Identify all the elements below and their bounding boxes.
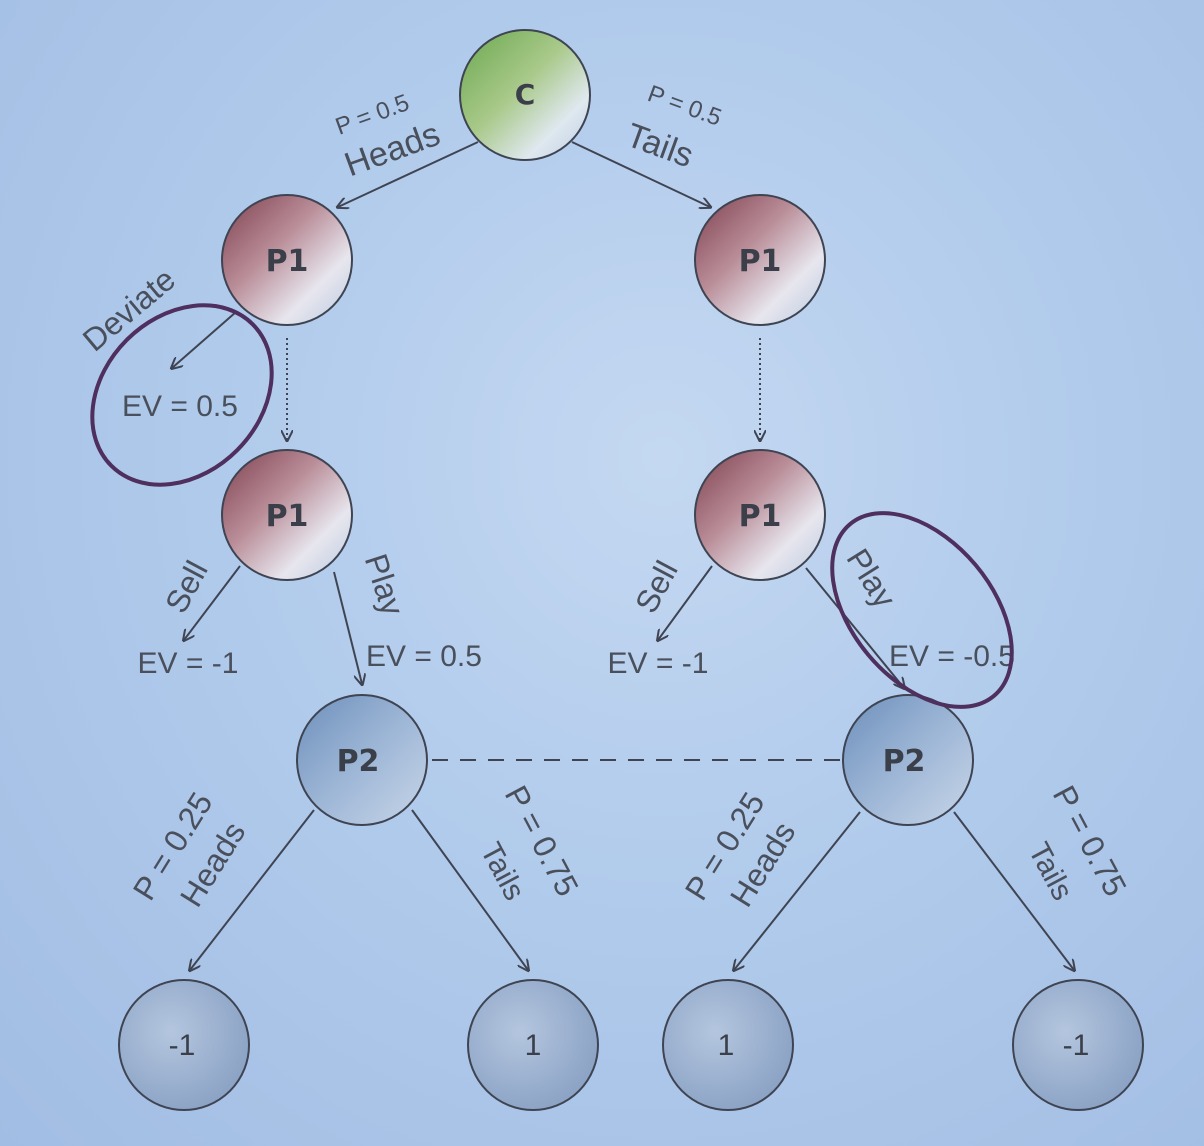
edge-left-play bbox=[333, 571, 362, 684]
p2r-tails-label: Tails bbox=[1022, 837, 1079, 905]
chance-node-label: C bbox=[515, 78, 536, 111]
p2-right-label: P2 bbox=[883, 744, 926, 779]
p1-heads-mid-label: P1 bbox=[266, 499, 309, 534]
edge-p2r-heads bbox=[734, 811, 861, 970]
right-play-ev-label: EV = -0.5 bbox=[889, 640, 1015, 673]
leaf-ll-label: -1 bbox=[169, 1029, 196, 1062]
leaf-node-ll bbox=[118, 979, 250, 1111]
right-play-label: Play bbox=[840, 542, 904, 614]
edge-c-tails bbox=[571, 141, 710, 207]
node-labels: C P1 P1 P1 P1 P2 P2 -1 1 1 -1 bbox=[169, 78, 1090, 1062]
p2-node-right bbox=[842, 694, 974, 826]
leaf-node-rr bbox=[1012, 979, 1144, 1111]
p1-heads-top-label: P1 bbox=[266, 244, 309, 279]
left-play-ev-label: EV = 0.5 bbox=[366, 640, 482, 673]
right-sell-label: Sell bbox=[628, 555, 685, 619]
p1-node-tails-mid bbox=[694, 449, 826, 581]
p2-left-label: P2 bbox=[337, 744, 380, 779]
edge-right-play bbox=[805, 567, 904, 688]
edge-right-sell bbox=[658, 565, 713, 640]
deviate-ev-label: EV = 0.5 bbox=[122, 390, 238, 423]
p2l-tails-label: Tails bbox=[474, 837, 531, 905]
edges bbox=[172, 141, 1074, 970]
leaf-rl-label: 1 bbox=[718, 1029, 735, 1062]
edge-p2l-tails bbox=[411, 809, 528, 970]
leaf-node-rl bbox=[662, 979, 794, 1111]
leaf-node-lr bbox=[467, 979, 599, 1111]
p1-node-heads-top bbox=[221, 194, 353, 326]
p1-node-tails-top bbox=[694, 194, 826, 326]
nodes bbox=[118, 29, 1144, 1111]
edge-p2l-heads bbox=[190, 809, 315, 970]
tails-label: Tails bbox=[621, 116, 698, 175]
edge-deviate bbox=[172, 311, 237, 368]
p1-tails-mid-label: P1 bbox=[739, 499, 782, 534]
highlight-marks bbox=[90, 303, 1014, 709]
deviate-highlight-ellipse bbox=[90, 303, 274, 487]
chance-node bbox=[459, 29, 591, 161]
leaf-rr-label: -1 bbox=[1063, 1029, 1090, 1062]
left-play-label: Play bbox=[358, 549, 411, 619]
left-sell-ev-label: EV = -1 bbox=[138, 647, 239, 680]
edge-left-sell bbox=[184, 565, 241, 640]
p1-tails-top-label: P1 bbox=[739, 244, 782, 279]
edge-p2r-tails bbox=[953, 811, 1074, 970]
right-play-highlight-ellipse bbox=[830, 511, 1014, 709]
edge-c-heads bbox=[338, 141, 479, 207]
deviate-label: Deviate bbox=[76, 261, 182, 358]
p2-node-left bbox=[296, 694, 428, 826]
p1-node-heads-mid bbox=[221, 449, 353, 581]
leaf-lr-label: 1 bbox=[525, 1029, 542, 1062]
right-sell-ev-label: EV = -1 bbox=[608, 647, 709, 680]
